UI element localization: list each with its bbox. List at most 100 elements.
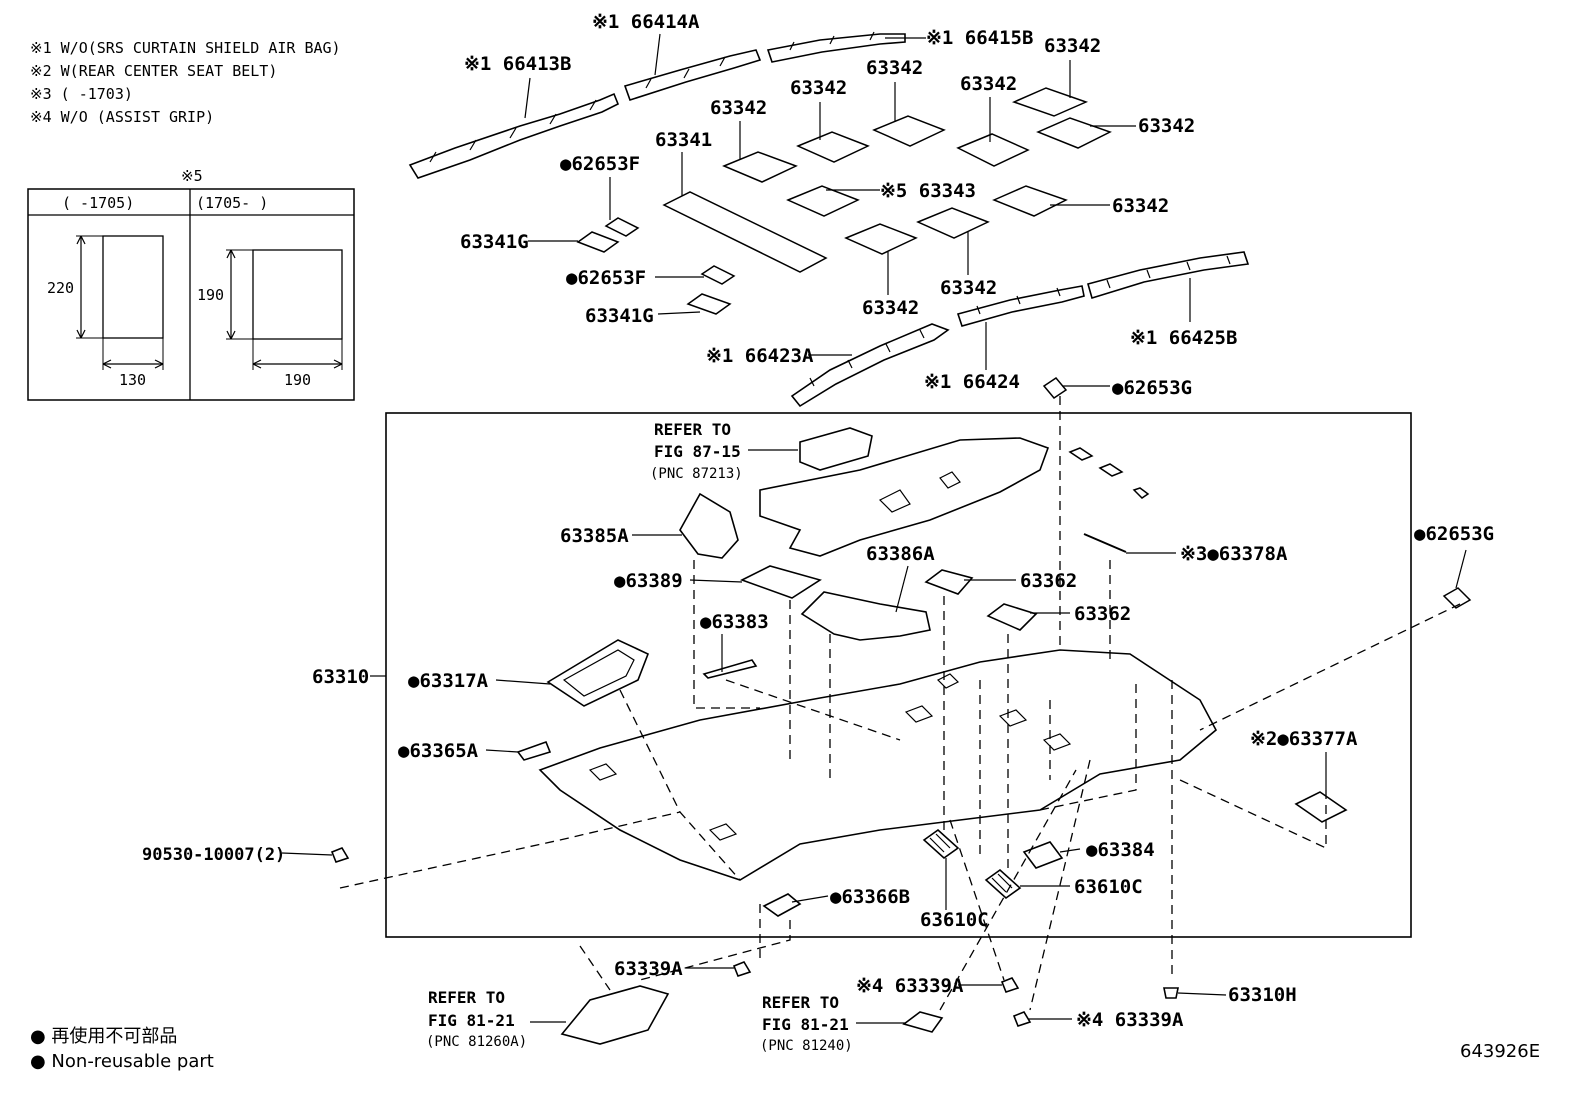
clip-63310H (1163, 987, 1179, 999)
label-62653F-2[interactable]: ●62653F (566, 267, 646, 289)
label-66425B[interactable]: ※1 66425B (1130, 327, 1237, 349)
label-63310H[interactable]: 63310H (1228, 984, 1297, 1006)
sheet-63342-3 (872, 115, 946, 147)
bracket-63385A (679, 492, 739, 559)
overhead-console-87213 (799, 427, 873, 471)
label-90530[interactable]: 90530-10007(2) (142, 845, 285, 865)
svg-text:REFER TO: REFER TO (428, 988, 505, 1007)
clip-63339A-1 (732, 961, 752, 977)
svg-text:FIG 81-21: FIG 81-21 (428, 1011, 515, 1030)
label-63610C-2[interactable]: 63610C (1074, 876, 1143, 898)
label-63339A-3[interactable]: ※4 63339A (1076, 1009, 1184, 1031)
note-3: ※3 ( -1703) (30, 85, 133, 103)
label-62653G-2[interactable]: ●62653G (1414, 523, 1494, 545)
rail-66423A (790, 323, 950, 408)
legend-jp: ● 再使用不可部品 (30, 1026, 177, 1047)
lamp-63384 (1022, 841, 1064, 869)
note-1: ※1 W/O(SRS CURTAIN SHIELD AIR BAG) (30, 39, 341, 57)
label-63377A[interactable]: ※2●63377A (1250, 728, 1358, 750)
ref-81-21-a[interactable]: REFER TO FIG 81-21 (PNC 81260A) (426, 988, 527, 1050)
lamp-81260A (560, 985, 670, 1045)
label-63342-2[interactable]: 63342 (866, 57, 923, 79)
label-63386A[interactable]: 63386A (866, 543, 935, 565)
rail-66415B (766, 33, 906, 63)
label-63342-4[interactable]: 63342 (790, 77, 847, 99)
label-63339A-1[interactable]: 63339A (614, 958, 683, 980)
inset-col1-header: ( -1705) (62, 194, 134, 212)
clip-63339A-2 (1000, 977, 1020, 993)
label-63342-5[interactable]: 63342 (710, 97, 767, 119)
headliner-63310 (538, 649, 1218, 881)
svg-text:FIG 87-15: FIG 87-15 (654, 442, 741, 461)
label-63343[interactable]: ※5 63343 (880, 180, 976, 202)
label-63384[interactable]: ●63384 (1086, 839, 1155, 861)
rail-66424 (956, 285, 1085, 327)
figure-id: 643926E (1460, 1041, 1540, 1062)
label-66414A[interactable]: ※1 66414A (592, 11, 700, 33)
label-63342-9[interactable]: 63342 (940, 277, 997, 299)
legend: ● 再使用不可部品 ● Non-reusable part (30, 1026, 214, 1072)
frame-63317A (546, 639, 650, 707)
label-63310[interactable]: 63310 (312, 666, 369, 688)
label-63389[interactable]: ●63389 (614, 570, 683, 592)
label-63342-top[interactable]: 63342 (1044, 35, 1101, 57)
pad-62653F-2 (700, 265, 736, 285)
label-62653F-1[interactable]: ●62653F (560, 153, 640, 175)
guide-lines (339, 396, 1461, 1011)
clip-90530 (330, 847, 350, 863)
sheet-size-2 (252, 249, 343, 340)
sound-absorber-sheets (576, 87, 1112, 315)
ref-81-21-b[interactable]: REFER TO FIG 81-21 (PNC 81240) (760, 993, 853, 1054)
svg-text:REFER TO: REFER TO (762, 993, 839, 1012)
sheet-63342-8 (844, 223, 918, 255)
sheet-63342-5 (1011, 87, 1089, 117)
label-63610C-1[interactable]: 63610C (920, 909, 989, 931)
label-63366B[interactable]: ●63366B (830, 886, 910, 908)
inset-col1-height: 220 (47, 279, 74, 297)
label-63342-6[interactable]: 63342 (1138, 115, 1195, 137)
label-62653G-1[interactable]: ●62653G (1112, 377, 1192, 399)
svg-text:FIG 81-21: FIG 81-21 (762, 1015, 849, 1034)
label-66424[interactable]: ※1 66424 (924, 371, 1020, 393)
label-63342-8[interactable]: 63342 (862, 297, 919, 319)
label-63378A[interactable]: ※3●63378A (1180, 543, 1288, 565)
upper-rails (408, 31, 906, 179)
strip-63378A (1083, 533, 1127, 553)
sheet-63342-6 (1036, 117, 1112, 149)
label-63317A[interactable]: ●63317A (408, 670, 489, 692)
ref-87-15[interactable]: REFER TO FIG 87-15 (PNC 87213) (650, 420, 743, 482)
label-63341G-2[interactable]: 63341G (585, 305, 654, 327)
sheet-63342-1 (722, 151, 798, 183)
label-63362-2[interactable]: 63362 (1074, 603, 1131, 625)
sheet-63342-2 (796, 131, 870, 163)
sheet-63342-9 (916, 207, 990, 239)
label-66415B[interactable]: ※1 66415B (926, 27, 1033, 49)
legend-en: ● Non-reusable part (30, 1051, 214, 1072)
svg-text:(PNC 81260A): (PNC 81260A) (426, 1034, 527, 1050)
label-63341[interactable]: 63341 (655, 129, 712, 151)
upper-insulator (759, 437, 1050, 557)
pad-63341G-1 (576, 231, 620, 253)
label-63365A[interactable]: ●63365A (398, 740, 479, 762)
label-63342-3[interactable]: 63342 (960, 73, 1017, 95)
label-63342-7[interactable]: 63342 (1112, 195, 1169, 217)
label-63383[interactable]: ●63383 (700, 611, 769, 633)
label-63362-1[interactable]: 63362 (1020, 570, 1077, 592)
pad-62653G-1 (1042, 377, 1068, 399)
inset-col1-width: 130 (119, 371, 146, 389)
rail-66414A (623, 49, 762, 101)
pad-63383 (702, 659, 758, 679)
label-66423A[interactable]: ※1 66423A (706, 345, 814, 367)
note-4: ※4 W/O (ASSIST GRIP) (30, 108, 214, 126)
label-63341G-1[interactable]: 63341G (460, 231, 529, 253)
bracket-63389 (739, 565, 822, 599)
lamp-63362-2 (986, 603, 1038, 631)
label-63339A-2[interactable]: ※4 63339A (856, 975, 964, 997)
label-63385A[interactable]: 63385A (560, 525, 629, 547)
clip-63365A (516, 740, 552, 761)
headliner-parts (330, 377, 1472, 1045)
headliner-assembly-frame (385, 412, 1412, 938)
label-66413B[interactable]: ※1 66413B (464, 53, 571, 75)
lower-rails (790, 251, 1250, 408)
